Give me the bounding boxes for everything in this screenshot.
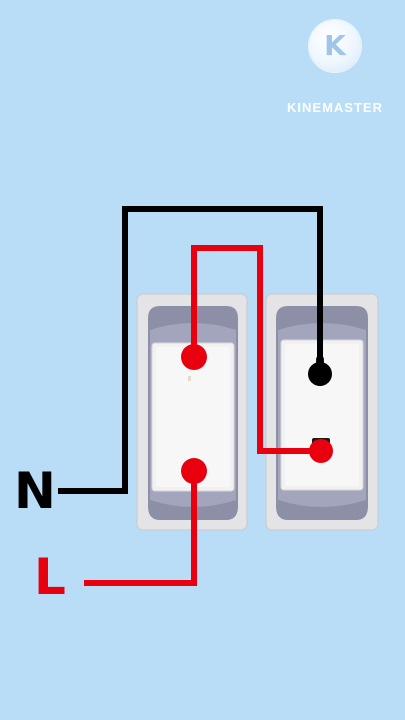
socket-neutral-terminal xyxy=(308,362,332,386)
neutral-label: N xyxy=(14,462,56,520)
kinemaster-logo-icon: K xyxy=(309,20,361,72)
two-pin-socket-icon xyxy=(265,293,379,531)
wall-switch-icon xyxy=(136,293,248,531)
switch-top-terminal xyxy=(181,344,207,370)
kinemaster-logo-letter: K xyxy=(324,29,346,62)
socket-live-terminal xyxy=(309,439,333,463)
kinemaster-brand-text: KINEMASTER xyxy=(287,100,383,115)
live-wire-switched xyxy=(191,245,320,454)
neutral-wire xyxy=(58,206,323,494)
live-wire-input xyxy=(84,471,197,586)
kinemaster-watermark: K KINEMASTER xyxy=(285,20,385,115)
switch-bottom-terminal xyxy=(181,458,207,484)
live-label: L xyxy=(34,548,66,606)
